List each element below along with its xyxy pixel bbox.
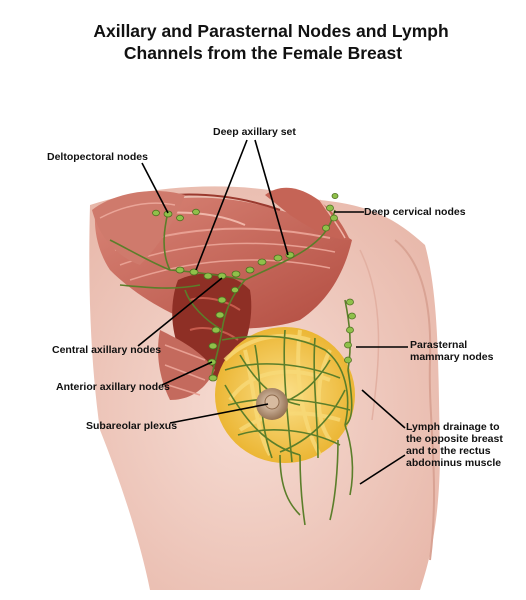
label-deep-axillary: Deep axillary set: [213, 126, 296, 138]
title-line-1: Axillary and Parasternal Nodes and Lymph: [93, 21, 449, 41]
lymph-nodes: [152, 192, 356, 382]
label-drainage-line4: abdominus muscle: [406, 457, 502, 469]
label-central-axillary: Central axillary nodes: [52, 344, 162, 356]
label-parasternal-line2: mammary nodes: [410, 351, 494, 363]
serratus-muscle: [158, 330, 215, 400]
label-deltopectoral: Deltopectoral nodes: [47, 151, 148, 163]
label-subareolar: Subareolar plexus: [86, 420, 178, 432]
label-deep-cervical: Deep cervical nodes: [364, 206, 466, 218]
label-parasternal-line1: Parasternal: [410, 339, 468, 351]
nipple-areola: [256, 388, 288, 420]
deltoid-muscle: [92, 190, 185, 265]
leader-lines: [137, 139, 408, 485]
title-line-2: Channels from the Female Breast: [123, 43, 403, 63]
label-drainage-line2: the opposite breast: [406, 433, 503, 445]
label-drainage-line1: Lymph drainage to: [406, 421, 500, 433]
label-anterior-axillary: Anterior axillary nodes: [56, 381, 170, 393]
label-drainage-line3: and to the rectus: [406, 445, 491, 457]
